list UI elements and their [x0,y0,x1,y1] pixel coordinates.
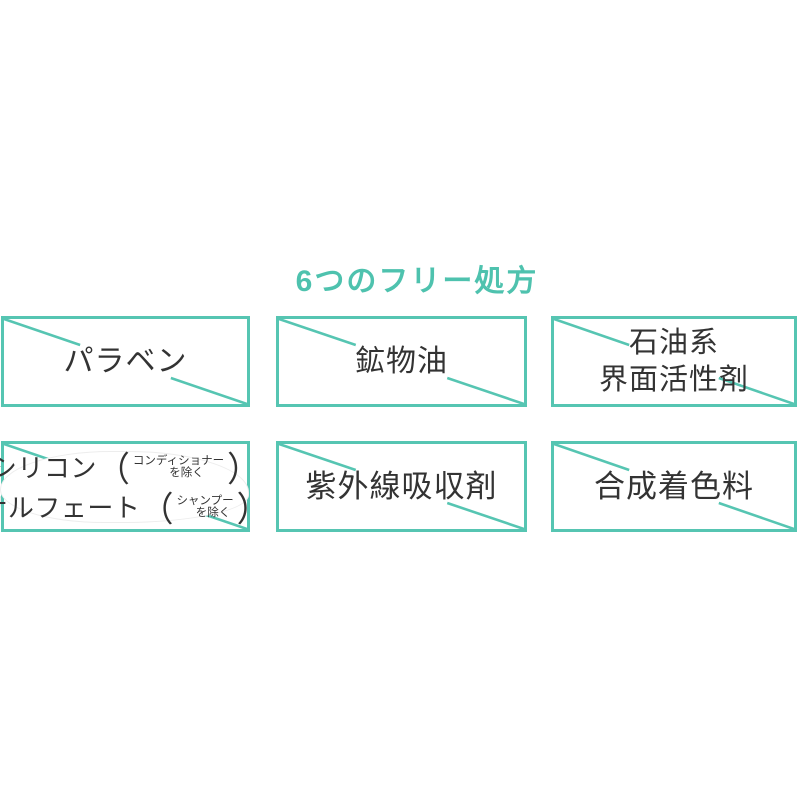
box-label-petroleum: 石油系 [628,326,719,359]
exception-note-line2: を除く [195,506,231,519]
free-box-synthetic-colorant: 合成着色料 [551,441,797,532]
exception-note-line1: コンディショナー [132,454,225,467]
silicone-row: シリコン（コンディショナーを除く） [0,447,260,489]
page-title: 6つのフリー処方 [295,265,539,298]
box-label-surfactant: 界面活性剤 [598,363,749,396]
exception-note: シャンプーを除く [173,495,236,519]
paren-open: （ [140,489,174,529]
free-box-uv-absorber: 紫外線吸収剤 [276,441,527,532]
exception-note-line1: シャンプー [176,494,234,507]
box-label-synthetic-colorant: 合成着色料 [594,469,754,504]
free-box-mineral-oil: 鉱物油 [276,316,527,407]
paren-open: （ [96,449,130,489]
free-box-paraben: パラベン [1,316,250,407]
exception-note-line2: を除く [169,466,204,479]
exception-note: コンディショナーを除く [130,455,227,479]
box-label-paraben: パラベン [63,345,188,378]
paren-close: ） [236,489,270,529]
box-label-mineral-oil: 鉱物油 [355,345,448,378]
box-label-silicone: シリコン [0,453,97,483]
free-box-petroleum-surfactant: 石油系 界面活性剤 [551,316,797,407]
box-label-uv-absorber: 紫外線吸収剤 [305,469,498,504]
paren-close: ） [227,449,261,489]
box-label-sulfate: サルフェート [0,493,141,523]
